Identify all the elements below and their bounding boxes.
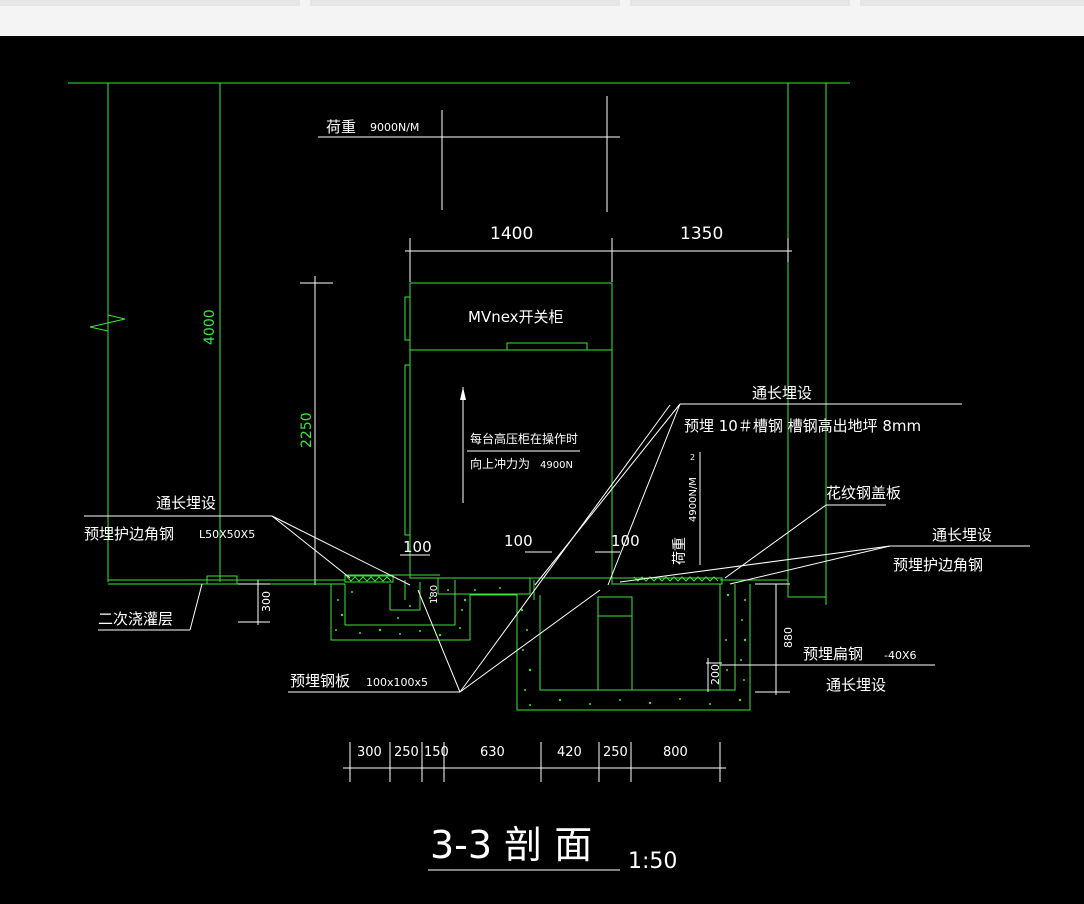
embed-flat-label: 预埋扁钢	[803, 645, 863, 663]
leader-plate-3	[459, 404, 671, 693]
cabinet-handle-low	[404, 364, 411, 536]
side-load-label: 荷重	[672, 537, 688, 565]
concrete-hatch	[335, 587, 747, 706]
leader-channel-1	[534, 403, 681, 586]
leader-plate-2	[459, 589, 601, 693]
dim-100-a: 100	[403, 538, 432, 556]
embed-flat-spec: -40X6	[884, 649, 917, 662]
checker-plate-hatch	[346, 576, 719, 582]
leader-checker-1	[724, 504, 827, 579]
cad-drawing-canvas[interactable]: 4000 荷重 9000N/M 1400 1350 2250 MVnex开关柜 …	[0, 36, 1084, 900]
toolbar-strip	[630, 0, 850, 6]
embed-through-1: 通长埋设	[752, 384, 812, 402]
embed-through-flat: 通长埋设	[826, 676, 886, 694]
concrete-trench	[330, 574, 751, 711]
toolbar-strip	[310, 0, 620, 6]
embed-angle-left-spec: L50X50X5	[199, 528, 255, 541]
dim-880: 880	[782, 627, 795, 648]
cabinet-vent	[506, 342, 588, 351]
embed-channel-label: 预埋 10＃槽钢 槽钢高出地坪 8mm	[684, 417, 921, 435]
embed-plate-label: 预埋钢板	[290, 672, 350, 690]
load-label: 荷重	[326, 118, 356, 136]
bottom-dim-1: 250	[394, 745, 419, 760]
grout-layer-label: 二次浇灌层	[98, 610, 173, 628]
window-toolbar	[0, 0, 1084, 37]
embed-plate-spec: 100x100x5	[366, 676, 428, 689]
dim-180: 180	[429, 585, 440, 604]
section-drawing: 4000 荷重 9000N/M 1400 1350 2250 MVnex开关柜 …	[68, 82, 1030, 874]
dim-1350-label: 1350	[680, 224, 723, 244]
bottom-dim-5: 250	[603, 745, 628, 760]
cabinet-label: MVnex开关柜	[468, 308, 564, 326]
section-title: 3-3 剖 面	[430, 823, 592, 867]
break-line	[89, 290, 126, 582]
dim-2250-label: 2250	[299, 412, 315, 448]
dim-100-c: 100	[611, 532, 640, 550]
embed-through-left: 通长埋设	[156, 494, 216, 512]
embed-angle-left: 预埋护边角钢	[84, 525, 174, 543]
dim-1400-label: 1400	[490, 224, 533, 244]
leader-channel-2	[607, 403, 681, 586]
leader-angle-right-1	[619, 545, 891, 583]
impact-line1: 每台高压柜在操作时	[470, 431, 578, 446]
embed-angle-right: 预埋护边角钢	[893, 556, 983, 574]
leader-angle-left-1	[271, 515, 411, 586]
checker-plate-label: 花纹钢盖板	[826, 484, 901, 502]
dim-100-b: 100	[504, 532, 533, 550]
dim-300-v-label: 300	[260, 591, 273, 612]
toolbar-strip	[0, 0, 300, 6]
leader-angle-right-2	[729, 545, 891, 585]
embed-through-right: 通长埋设	[932, 526, 992, 544]
section-scale: 1:50	[628, 849, 677, 874]
bottom-dim-6: 800	[663, 745, 688, 760]
dim-200: 200	[709, 664, 722, 685]
bottom-dim-4: 420	[557, 745, 582, 760]
cabinet-handle-top	[404, 296, 411, 341]
right-floor-step	[720, 579, 826, 598]
leader-plate-1	[417, 589, 461, 693]
impact-line2: 向上冲力为	[470, 456, 530, 471]
impact-value: 4900N	[540, 460, 573, 471]
side-load-sup: 2	[690, 453, 695, 462]
side-load-value: 4900N/M	[688, 477, 699, 522]
load-value: 9000N/M	[370, 121, 419, 134]
dim-4000-label: 4000	[202, 309, 218, 345]
toolbar-strip	[860, 0, 1084, 6]
bottom-dim-2: 150	[424, 745, 449, 760]
bottom-dim-ticks	[349, 742, 721, 782]
floor-plate	[206, 575, 238, 585]
leader-angle-left-2	[271, 515, 351, 579]
bottom-dim-3: 630	[480, 745, 505, 760]
bottom-dim-0: 300	[357, 745, 382, 760]
leader-grout-1	[189, 583, 203, 631]
impact-arrowhead	[460, 387, 466, 400]
